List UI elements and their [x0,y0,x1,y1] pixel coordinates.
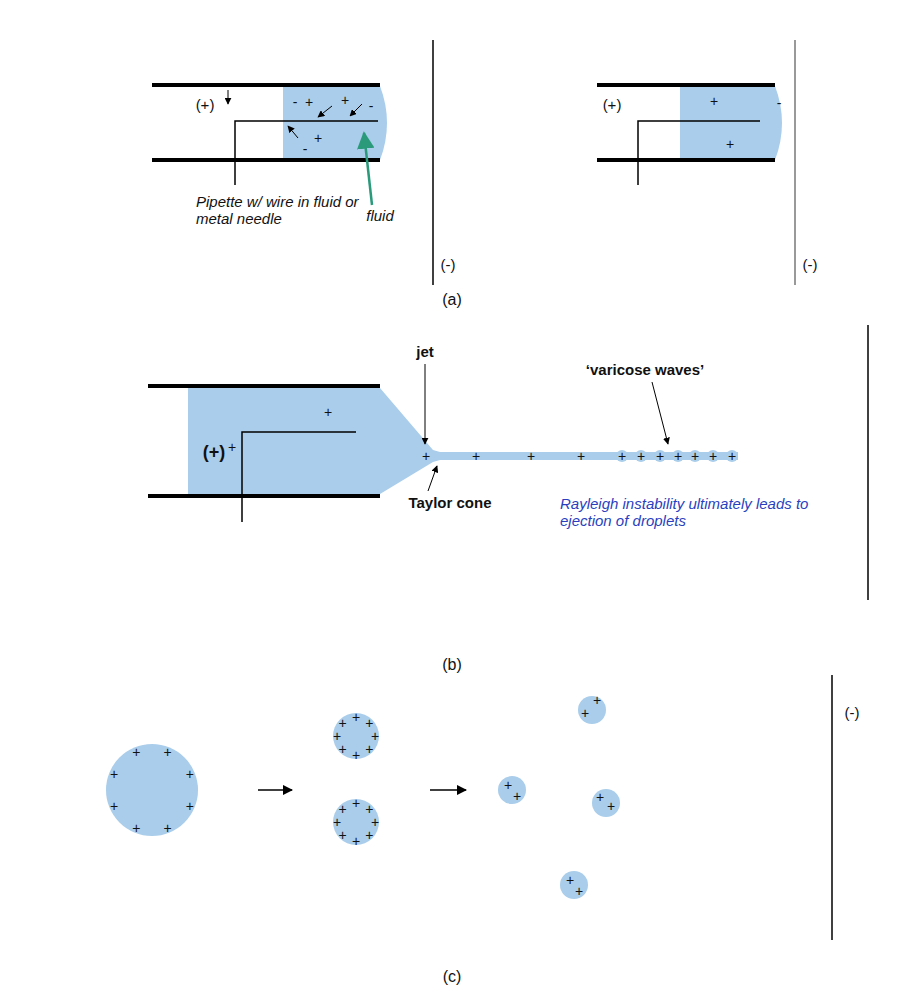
pipette-left [152,40,433,285]
charge-sign: + [228,439,236,455]
charge-sign: + [422,448,430,464]
polarity-label: (-) [845,704,860,721]
caption-note: Pipette w/ wire in fluid or metal needle [196,193,376,228]
callout-label: fluid [366,207,394,224]
charge-sign: + [581,705,589,721]
droplet-fission [106,675,832,940]
charge-sign: + [504,777,512,793]
charge-sign: + [726,136,734,152]
charge-sign: + [577,448,585,464]
charge-sign: + [527,448,535,464]
charge-sign: + [618,448,626,464]
charge-sign: - [777,95,782,111]
charge-sign: + [132,744,140,760]
charge-sign: + [637,448,645,464]
charge-sign: + [607,798,615,814]
charge-sign: + [338,801,346,817]
callout-label: ‘varicose waves’ [586,361,704,378]
polarity-label: (+) [203,442,226,463]
charge-sign: + [110,766,118,782]
panel-label: (c) [443,968,462,986]
charge-sign: + [352,747,360,763]
charge-sign: + [575,883,583,899]
charge-sign: + [338,715,346,731]
panel-label: (b) [442,656,462,674]
callout-label: Taylor cone [408,494,491,511]
charge-sign: - [293,94,298,110]
charge-sign: + [352,795,360,811]
charge-sign: + [132,820,140,836]
charge-sign: + [691,448,699,464]
charge-sign: + [352,833,360,849]
pipette-right [597,40,795,285]
charge-sign: + [656,448,664,464]
charge-sign: + [164,820,172,836]
charge-sign: + [341,92,349,108]
polarity-label: (+) [603,96,622,113]
charge-sign: + [164,744,172,760]
charge-sign: + [596,789,604,805]
polarity-label: (-) [441,256,456,273]
callout-label: jet [416,343,434,360]
charge-sign: + [186,798,194,814]
charge-sign: + [593,692,601,708]
charge-sign: + [324,404,332,420]
charge-sign: + [472,448,480,464]
charge-sign: + [110,798,118,814]
taylor-cone-jet [148,325,868,600]
charge-sign: + [513,788,521,804]
charge-sign: + [314,130,322,146]
panel-label: (a) [442,291,462,309]
charge-sign: + [352,709,360,725]
charge-sign: + [365,827,373,843]
polarity-label: (-) [803,256,818,273]
charge-sign: + [709,448,717,464]
note-text: Rayleigh instability ultimately leads to… [560,495,810,530]
charge-sign: + [728,448,736,464]
charge-sign: + [365,741,373,757]
charge-sign: + [710,93,718,109]
charge-sign: + [186,766,194,782]
charge-sign: - [369,98,374,114]
charge-sign: + [674,448,682,464]
charge-sign: + [305,94,313,110]
polarity-label: (+) [196,96,215,113]
charge-sign: + [566,872,574,888]
charge-sign: - [303,141,308,157]
